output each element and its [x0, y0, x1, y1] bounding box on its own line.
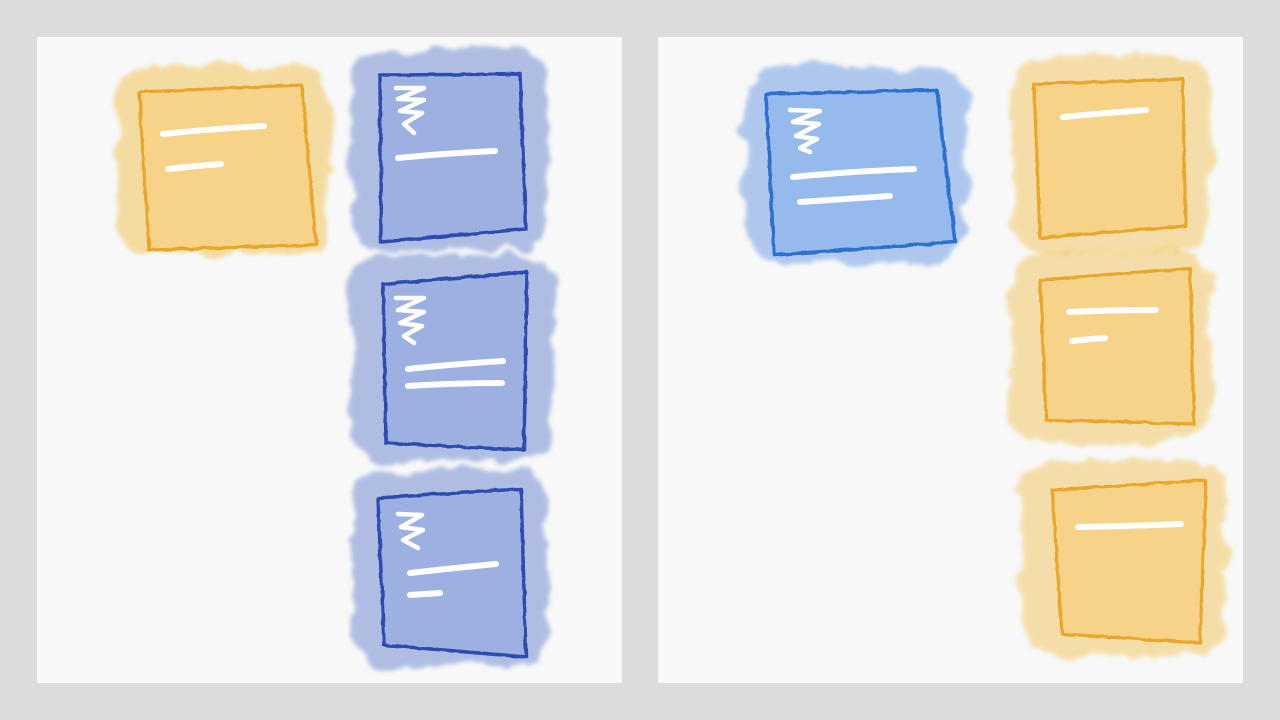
sticky-note-yellow: [118, 66, 330, 254]
sticky-note-yellow: [1020, 460, 1226, 656]
sticky-note-yellow: [1013, 55, 1209, 253]
sticky-note-blue: [352, 470, 548, 666]
sticky-note-blue: [350, 50, 548, 250]
sticky-note-blue: [745, 66, 967, 262]
sticky-note-yellow: [1012, 250, 1210, 442]
sticky-note-blue: [350, 255, 554, 461]
